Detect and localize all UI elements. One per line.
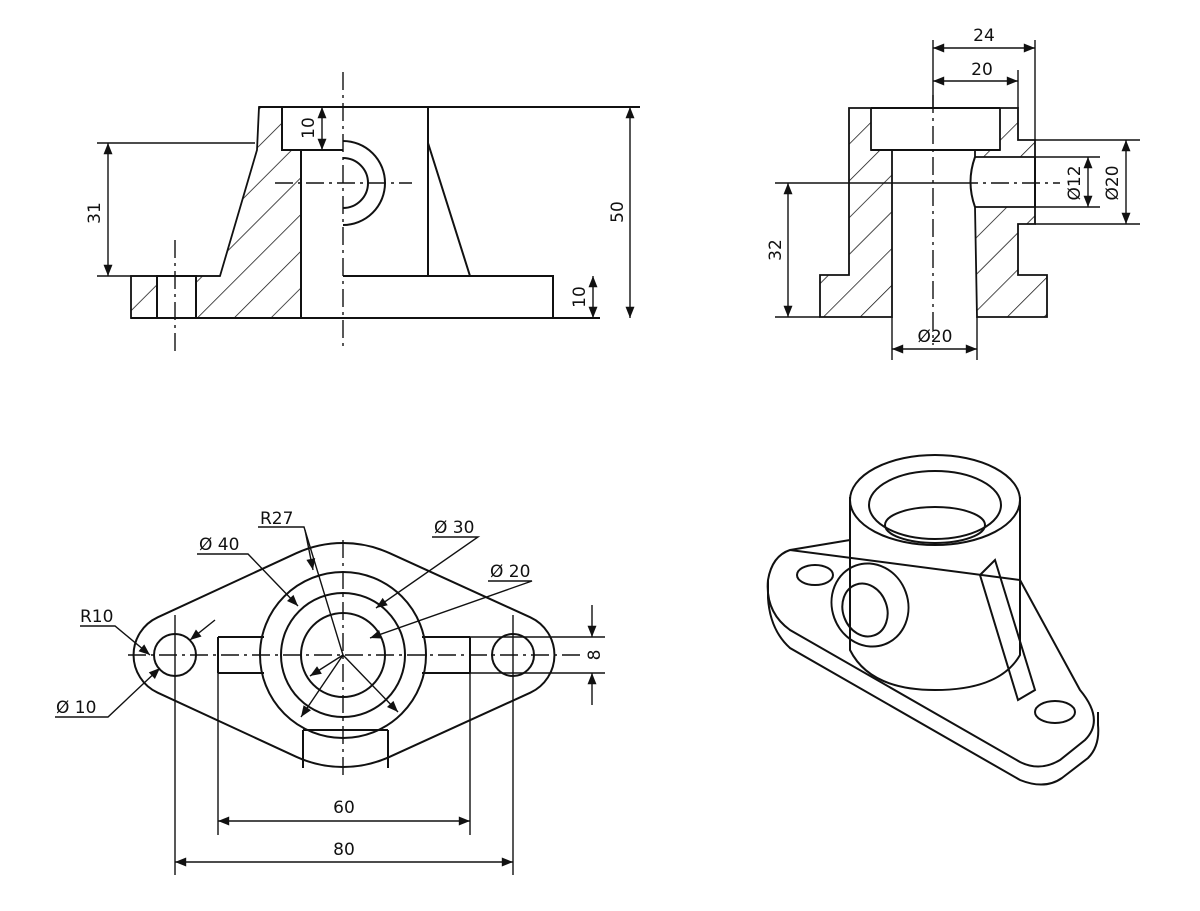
dim-d30: Ø 30 xyxy=(434,518,474,538)
dim-base-10: 10 xyxy=(570,286,590,308)
dim-r27: R27 xyxy=(260,509,293,529)
dim-d40: Ø 40 xyxy=(199,535,239,555)
dim-slot-8: 8 xyxy=(585,650,605,661)
dim-d20: Ø 20 xyxy=(490,562,530,582)
dim-32: 32 xyxy=(766,239,786,261)
dim-24: 24 xyxy=(973,26,995,46)
dim-counterbore-10: 10 xyxy=(299,117,319,139)
dim-31: 31 xyxy=(85,202,105,224)
dim-80: 80 xyxy=(333,840,355,860)
side-view-section: 24 20 Ø12 Ø20 32 Ø20 xyxy=(766,26,1140,360)
dim-d10: Ø 10 xyxy=(56,698,96,718)
dim-20: 20 xyxy=(971,60,993,80)
isometric-view xyxy=(766,454,1100,786)
dim-bore: Ø20 xyxy=(917,327,952,347)
dim-60: 60 xyxy=(333,798,355,818)
front-view-section: 31 10 50 10 xyxy=(85,72,640,352)
dim-r10: R10 xyxy=(80,607,113,627)
top-view: R27 Ø 40 Ø 30 Ø 20 R10 Ø 10 8 60 80 xyxy=(55,509,605,875)
dim-50: 50 xyxy=(608,201,628,223)
dim-boss-dia: Ø20 xyxy=(1103,165,1123,200)
dim-boss-hole: Ø12 xyxy=(1065,165,1085,200)
